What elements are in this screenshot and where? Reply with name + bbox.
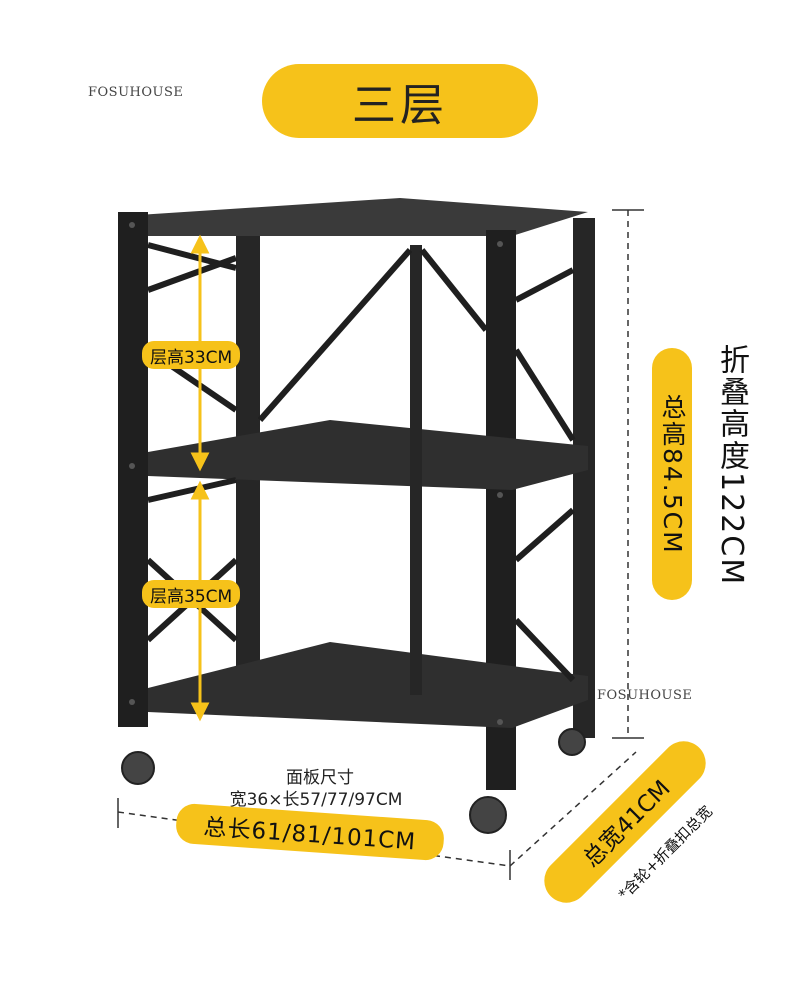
total-height-text: 总高84.5CM bbox=[658, 393, 687, 555]
watermark-top-left: FOSUHOUSE bbox=[88, 85, 184, 100]
title-badge: 三层 bbox=[262, 64, 538, 138]
panel-size-label: 面板尺寸 bbox=[286, 768, 354, 788]
caster-wheel-icon bbox=[121, 728, 586, 834]
panel-size-value: 宽36×长57/77/97CM bbox=[229, 790, 403, 810]
watermark-right: FOSUHOUSE bbox=[597, 688, 693, 703]
total-height-badge: 总高84.5CM bbox=[652, 348, 692, 600]
shelf-gap-bottom-badge: 层高35CM bbox=[142, 580, 241, 608]
shelf-gap-top-badge: 层高33CM bbox=[142, 341, 241, 369]
folded-height-text: 折叠高度122CM bbox=[714, 344, 749, 587]
